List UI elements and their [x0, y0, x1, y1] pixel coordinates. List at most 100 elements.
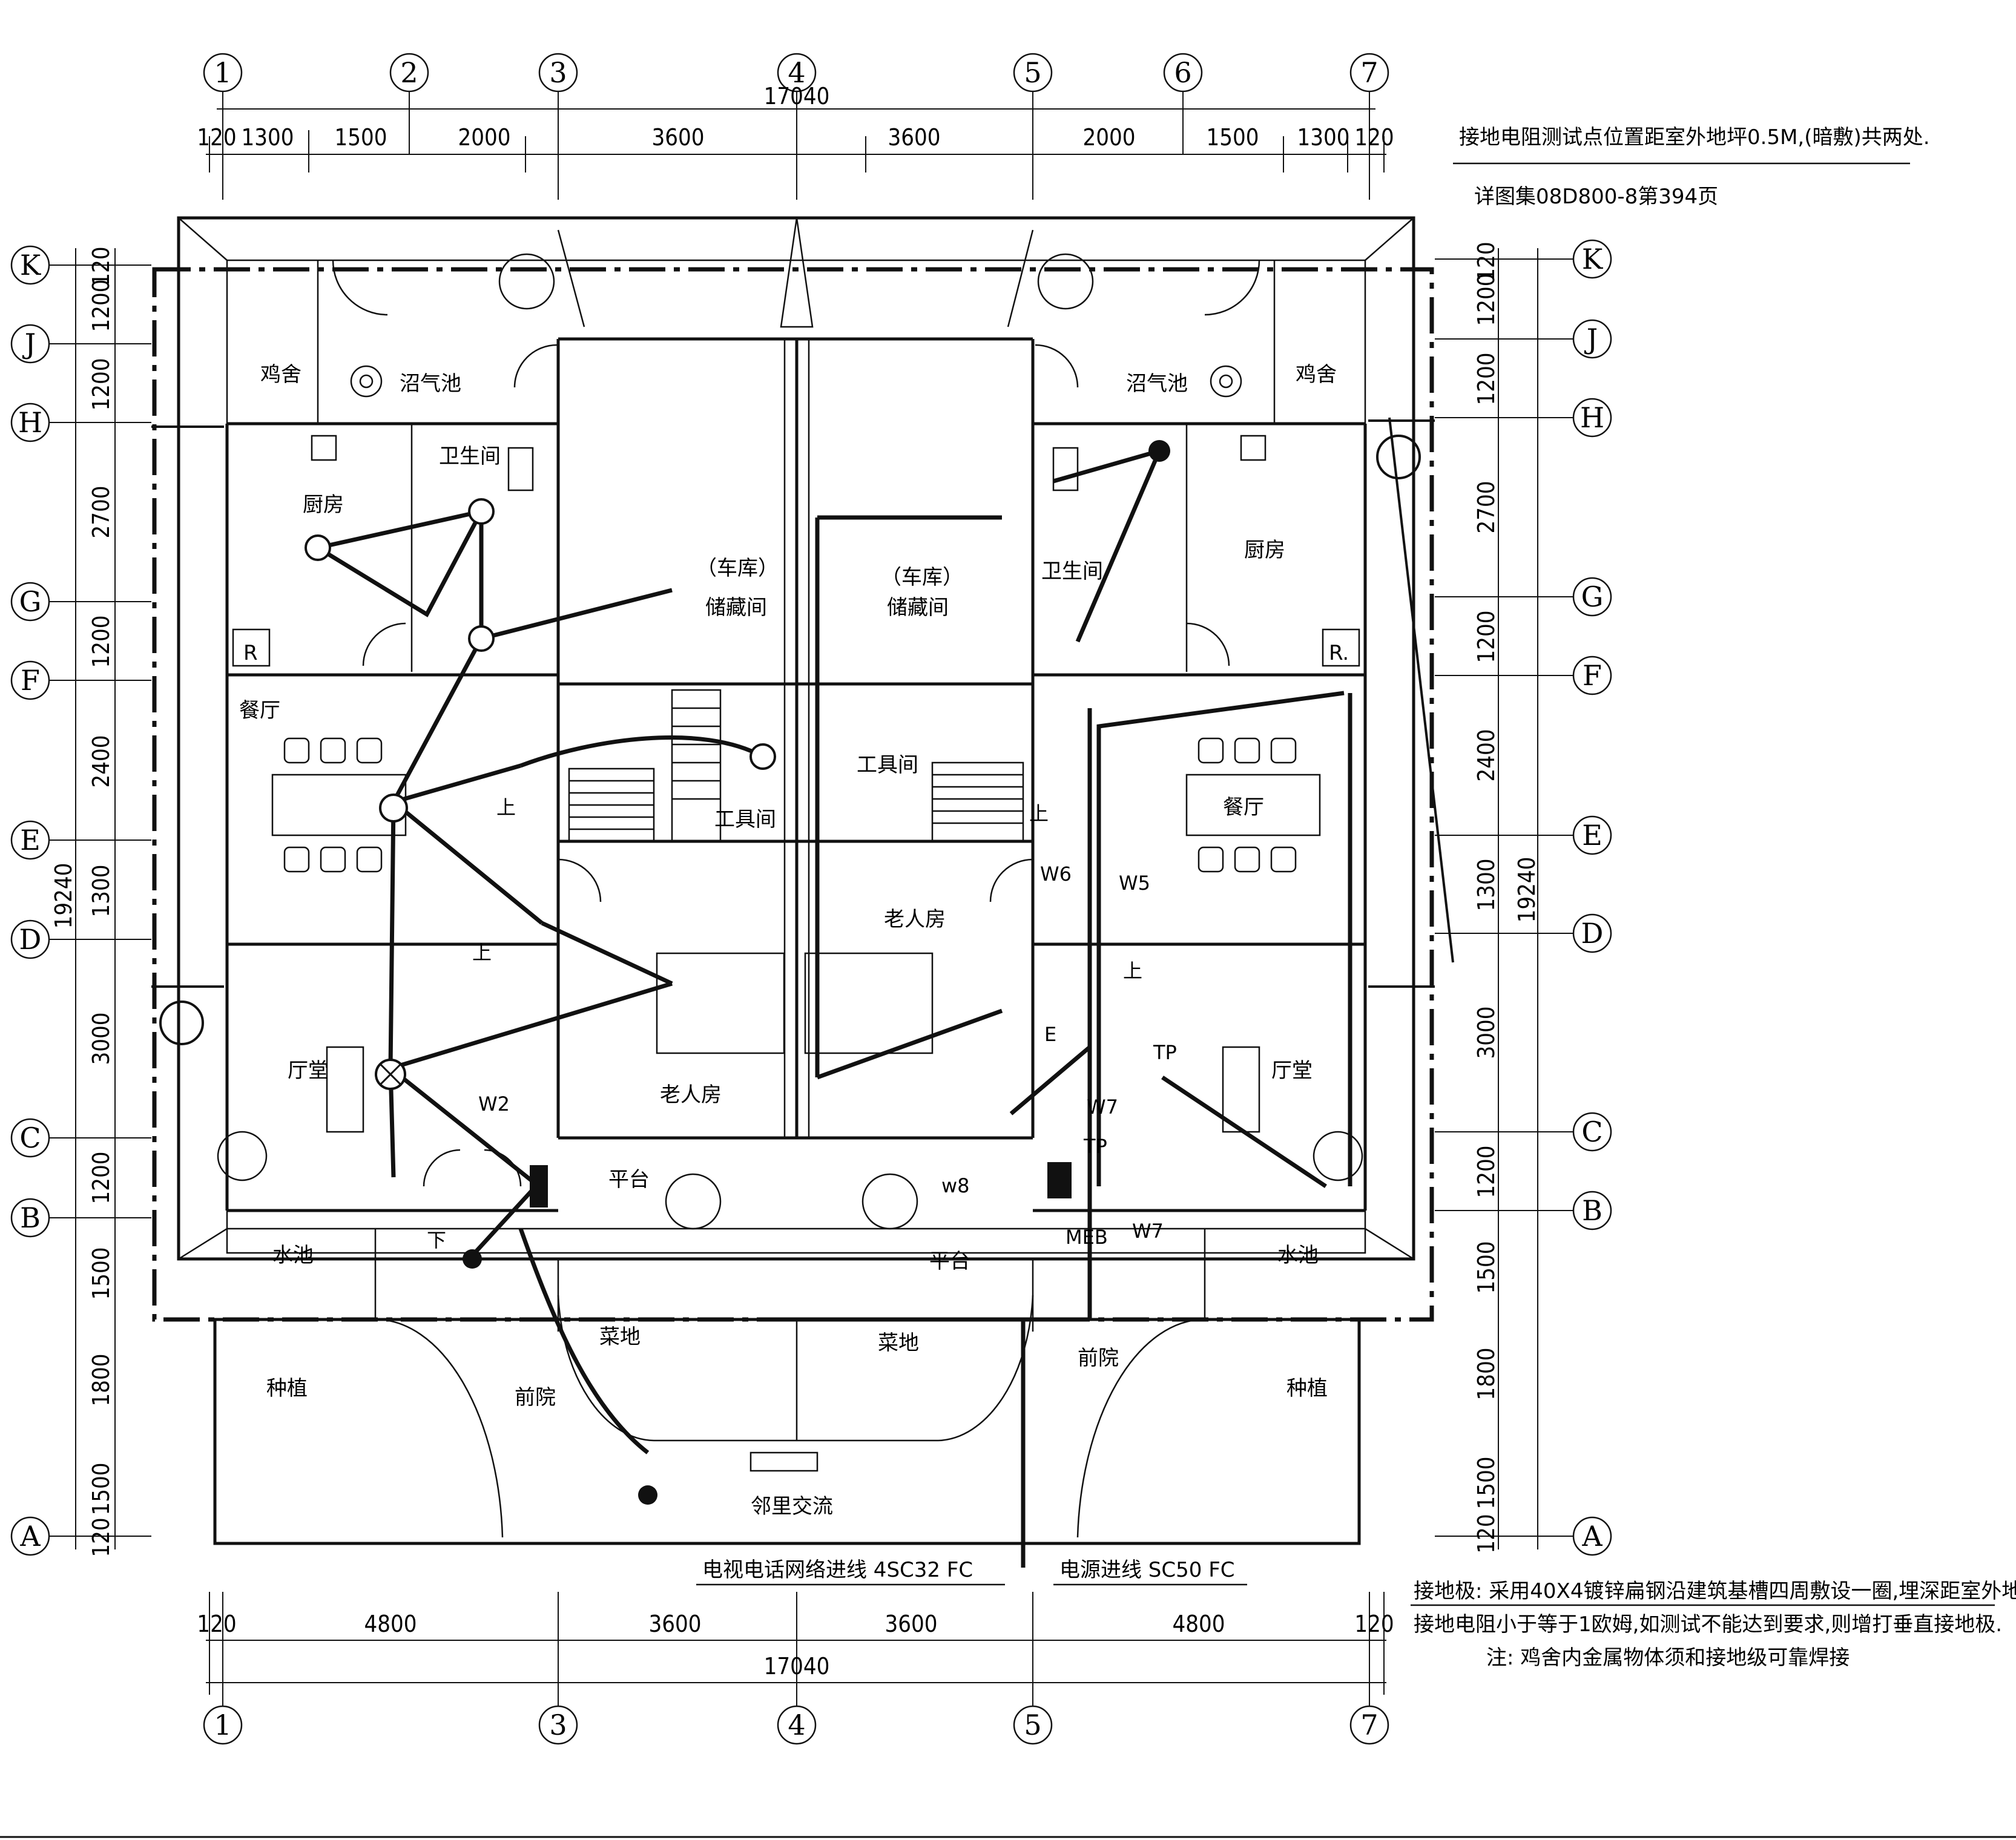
axis-bubble-left-A: A	[10, 1516, 50, 1556]
svg-text:E: E	[1582, 819, 1603, 852]
svg-text:平台: 平台	[929, 1249, 970, 1273]
axis-bubble-left-D: D	[10, 919, 50, 959]
svg-text:厅堂: 厅堂	[1271, 1059, 1313, 1083]
svg-text:工具间: 工具间	[857, 753, 918, 777]
axis-bubble-bottom-1: 1	[203, 1705, 243, 1745]
svg-text:1300: 1300	[1297, 124, 1350, 151]
svg-text:菜地: 菜地	[878, 1331, 919, 1355]
svg-text:2000: 2000	[1083, 124, 1136, 151]
svg-text:注: 鸡舍内金属物体须和接地级可靠焊接: 注: 鸡舍内金属物体须和接地级可靠焊接	[1486, 1646, 1850, 1670]
svg-text:4800: 4800	[364, 1611, 417, 1637]
svg-text:A: A	[19, 1520, 41, 1552]
svg-text:前院: 前院	[515, 1385, 556, 1410]
axis-bubble-top-4: 4	[777, 53, 817, 93]
axis-bubble-left-K: K	[10, 245, 50, 285]
svg-text:1800: 1800	[88, 1354, 114, 1407]
svg-text:储藏间: 储藏间	[887, 596, 949, 620]
axis-bubble-left-E: E	[10, 820, 50, 860]
svg-text:TP: TP	[1083, 1135, 1107, 1158]
svg-text:K: K	[1582, 243, 1604, 275]
svg-text:W6: W6	[1040, 862, 1072, 886]
svg-text:E: E	[1044, 1023, 1056, 1046]
svg-text:详图集08D800-8第394页: 详图集08D800-8第394页	[1474, 185, 1718, 209]
svg-text:17040: 17040	[764, 1653, 830, 1680]
svg-text:1300: 1300	[88, 865, 114, 918]
axis-bubble-right-J: J	[1572, 319, 1612, 359]
svg-text:接地电阻测试点位置距室外地坪0.5M,(暗敷)共两处.: 接地电阻测试点位置距室外地坪0.5M,(暗敷)共两处.	[1459, 125, 1930, 150]
top-dimensions: 17040 120 1300 1500 2000 3600 3600 2000 …	[197, 83, 1394, 151]
svg-text:W7: W7	[1087, 1096, 1118, 1119]
svg-text:2000: 2000	[458, 124, 511, 151]
svg-text:工具间: 工具间	[714, 807, 776, 832]
room-labels: 鸡舍 鸡舍 沼气池 沼气池 卫生间 卫生间 厨房 厨房 （车库） （车库） 储藏…	[239, 363, 1349, 1519]
svg-text:H: H	[18, 406, 42, 439]
axis-bubble-top-5: 5	[1013, 53, 1053, 93]
svg-text:1200: 1200	[88, 1152, 114, 1204]
svg-text:2700: 2700	[88, 486, 114, 539]
axis-bubble-left-H: H	[10, 402, 50, 442]
axis-bubble-top-2: 2	[389, 53, 429, 93]
svg-text:1: 1	[214, 1709, 231, 1741]
svg-text:上: 上	[1029, 802, 1049, 825]
svg-text:1500: 1500	[1207, 124, 1259, 151]
svg-text:电源进线 SC50 FC: 电源进线 SC50 FC	[1059, 1558, 1235, 1582]
svg-text:TP: TP	[1153, 1041, 1177, 1064]
svg-text:4: 4	[788, 1709, 805, 1741]
axis-bubble-right-K: K	[1572, 239, 1612, 279]
svg-text:1500: 1500	[1473, 1241, 1500, 1294]
furniture	[217, 253, 1363, 1472]
bottom-dimensions: 120 4800 3600 3600 4800 120 17040	[197, 1611, 1394, 1680]
axis-bubble-right-C: C	[1572, 1112, 1612, 1152]
svg-text:接地极: 采用40X4镀锌扁钢沿建筑基槽四周敷设一圈,埋深距: 接地极: 采用40X4镀锌扁钢沿建筑基槽四周敷设一圈,埋深距室外地坪-1.0M.	[1414, 1579, 2016, 1603]
svg-text:鸡舍: 鸡舍	[1296, 363, 1337, 387]
distribution-box-icon	[530, 1165, 548, 1208]
svg-text:1200: 1200	[88, 358, 114, 411]
svg-text:1500: 1500	[88, 1463, 114, 1516]
svg-text:1200: 1200	[1473, 611, 1500, 663]
ground-test-points	[151, 417, 1454, 1045]
svg-text:120: 120	[197, 124, 236, 151]
notes: 接地电阻测试点位置距室外地坪0.5M,(暗敷)共两处. 详图集08D800-8第…	[696, 125, 2016, 1670]
axis-bubble-left-G: G	[10, 582, 50, 622]
svg-text:上: 上	[1123, 959, 1142, 982]
svg-text:R.: R.	[1329, 641, 1349, 665]
svg-text:7: 7	[1360, 1709, 1378, 1741]
top-axis-lines	[206, 91, 1386, 200]
svg-text:1300: 1300	[242, 124, 294, 151]
svg-text:4800: 4800	[1173, 1611, 1225, 1637]
svg-text:B: B	[20, 1201, 41, 1234]
svg-text:120: 120	[1473, 242, 1500, 281]
svg-text:5: 5	[1024, 56, 1041, 89]
svg-text:E: E	[20, 824, 41, 856]
svg-text:水池: 水池	[1277, 1243, 1319, 1267]
svg-text:上: 上	[472, 941, 492, 964]
wall-light-icon	[463, 1249, 482, 1269]
svg-text:3600: 3600	[888, 124, 941, 151]
svg-text:W7: W7	[1132, 1220, 1164, 1243]
axis-bubble-bottom-4: 4	[777, 1705, 817, 1745]
svg-text:120: 120	[88, 246, 114, 286]
axis-bubble-right-G: G	[1572, 577, 1612, 617]
svg-text:W2: W2	[478, 1092, 510, 1116]
svg-text:1500: 1500	[88, 1247, 114, 1300]
svg-text:3600: 3600	[885, 1611, 938, 1637]
svg-text:W5: W5	[1119, 872, 1150, 895]
right-axis-bubbles: K J H G F E D C B A	[1572, 239, 1612, 1556]
ceiling-light-icon	[468, 498, 495, 525]
svg-text:电视电话网络进线 4SC32 FC: 电视电话网络进线 4SC32 FC	[702, 1558, 973, 1582]
svg-text:菜地: 菜地	[599, 1325, 641, 1349]
svg-text:1200: 1200	[1473, 1146, 1500, 1198]
axis-bubble-top-6: 6	[1163, 53, 1203, 93]
svg-text:A: A	[1581, 1520, 1603, 1552]
svg-text:餐厅: 餐厅	[239, 698, 280, 723]
svg-text:F: F	[1583, 659, 1602, 692]
svg-text:1200: 1200	[1473, 274, 1500, 326]
svg-text:R: R	[243, 641, 258, 665]
svg-text:厅堂: 厅堂	[288, 1059, 329, 1083]
axis-bubble-top-3: 3	[538, 53, 578, 93]
svg-text:下: 下	[427, 1229, 446, 1252]
svg-text:1200: 1200	[1473, 353, 1500, 406]
svg-text:厨房: 厨房	[303, 493, 344, 517]
svg-text:4: 4	[788, 56, 805, 89]
svg-text:J: J	[22, 327, 36, 360]
